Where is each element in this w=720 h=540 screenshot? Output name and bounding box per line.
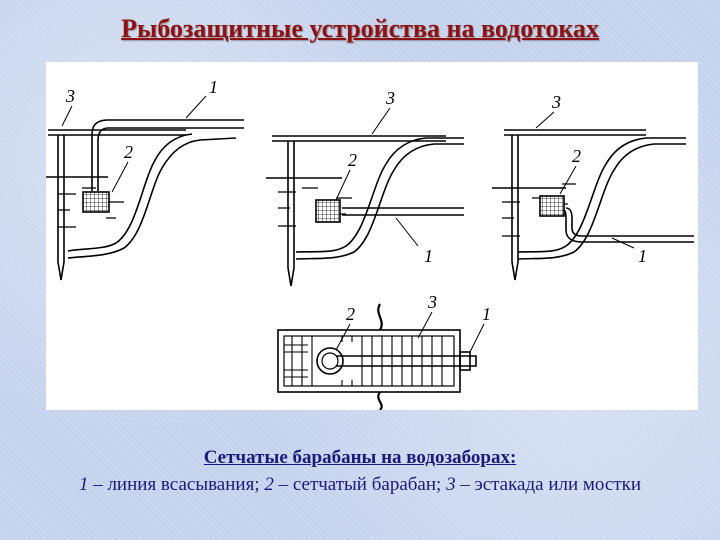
page-title: Рыбозащитные устройства на водотоках: [121, 14, 599, 43]
label-d3-1: 1: [638, 246, 647, 266]
legend-text-3: – эстакада или мостки: [455, 474, 642, 495]
diagram-variant-2: [266, 135, 464, 287]
plan-trestle-inner: [283, 335, 455, 387]
suction-line: [91, 119, 244, 191]
legend-text-1: – линия всасывания;: [88, 474, 265, 495]
water-hatching-2: [278, 187, 352, 227]
screen-drum-3: [539, 195, 565, 217]
legend-number-2: 2: [264, 474, 274, 495]
plan-screen-drum: [316, 347, 344, 375]
label-plan-1: 1: [482, 304, 491, 324]
legend-number-1: 1: [78, 474, 89, 495]
label-d3-2: 2: [572, 146, 581, 166]
legend-number-3: 3: [446, 474, 456, 495]
plan-crossbars: [284, 344, 308, 378]
suction-line-2: [342, 207, 464, 216]
bank-outline-inner-2: [295, 137, 464, 253]
trestle-pile-3: [511, 135, 519, 281]
legend-text-2: – сетчатый барабан;: [273, 474, 447, 495]
plan-view: [277, 303, 477, 410]
screen-drum-2: [315, 199, 341, 223]
plan-suction-line: [336, 355, 477, 367]
screen-drum: [82, 191, 110, 213]
plan-trestle-frame: [277, 329, 461, 393]
label-d1-3: 3: [65, 86, 75, 106]
trestle-pile-2: [287, 141, 295, 287]
bank-outline-outer-3: [517, 143, 686, 260]
plan-deck-boards: [291, 336, 443, 386]
water-hatching-3: [502, 183, 576, 237]
label-d3-3: 3: [551, 92, 561, 112]
label-d1-2: 2: [124, 142, 133, 162]
label-d2-2: 2: [348, 150, 357, 170]
suction-line-3: [559, 207, 694, 243]
caption-title: Сетчатые барабаны на водозаборах:: [203, 447, 517, 468]
label-plan-3: 3: [427, 292, 437, 312]
label-d2-1: 1: [424, 246, 433, 266]
bank-outline-outer: [67, 137, 237, 259]
plan-flange: [459, 351, 471, 371]
trestle-deck-3: [504, 129, 646, 136]
trestle-deck: [48, 129, 186, 136]
plan-drum-inner: [321, 352, 339, 370]
bank-outline-outer-2: [295, 143, 464, 260]
fish-protection-diagram: 3 1 2 3 2 1: [46, 77, 694, 410]
plan-break-marks: [377, 303, 383, 410]
diagram-variant-3: [492, 129, 694, 281]
bank-outline-inner-3: [517, 137, 686, 253]
label-d1-1: 1: [209, 77, 218, 97]
diagram-panel: 3 1 2 3 2 1: [46, 62, 698, 410]
trestle-pile: [57, 135, 65, 281]
label-d2-3: 3: [385, 88, 395, 108]
diagram-variant-1: [46, 119, 244, 281]
bank-outline-inner: [67, 133, 193, 252]
caption-legend: 1 – линия всасывания; 2 – сетчатый бараб…: [0, 474, 720, 496]
label-plan-2: 2: [346, 304, 355, 324]
trestle-deck-2: [272, 135, 446, 142]
